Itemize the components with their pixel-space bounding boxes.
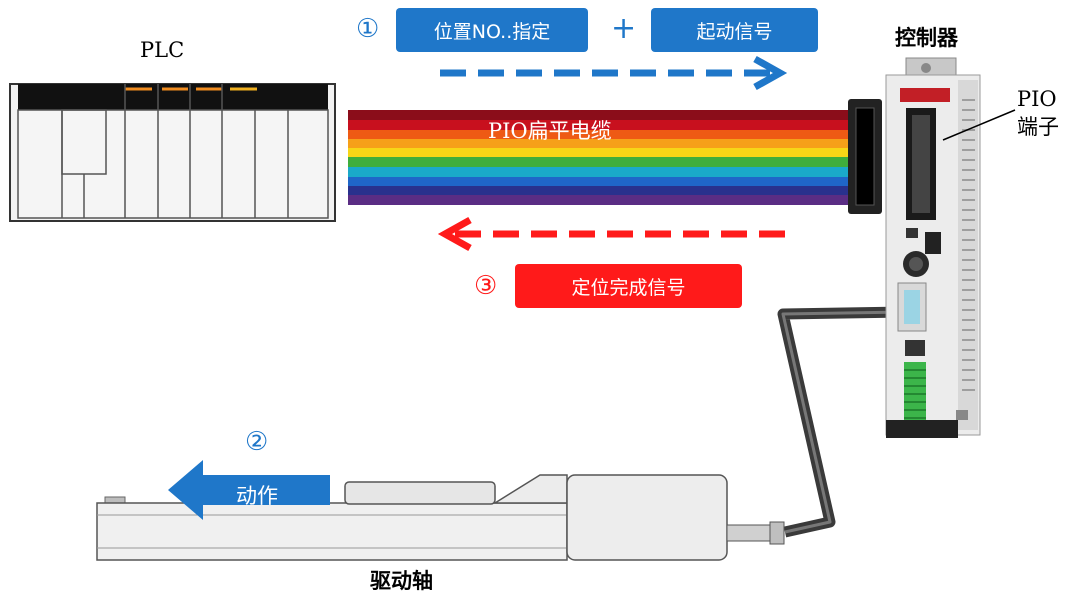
actuator-unit: [96, 474, 785, 561]
controller-unit: [885, 57, 981, 438]
command-arrow: [440, 55, 788, 91]
start-signal-box: 起动信号: [651, 8, 818, 52]
pio-leader-line: [942, 109, 1016, 141]
plc-title: PLC: [140, 38, 185, 62]
position-no-box: 位置NO..指定: [396, 8, 588, 52]
position-complete-box: 定位完成信号: [515, 264, 742, 308]
plus-sign: +: [611, 11, 637, 46]
motor-cable: [777, 306, 906, 538]
cable-label: PIO扁平电缆: [488, 119, 612, 143]
action-arrow: [168, 460, 330, 520]
step2-number: ②: [245, 427, 269, 457]
step3-number: ③: [474, 271, 498, 301]
complete-arrow: [437, 216, 790, 252]
action-label: 动作: [236, 484, 278, 508]
step1-number: ①: [356, 14, 380, 44]
pio-flat-cable: [348, 99, 882, 214]
actuator-title: 驱动轴: [370, 569, 433, 593]
pio-terminal-label: PIO 端子: [1017, 87, 1059, 139]
plc-unit: [9, 83, 336, 222]
controller-title: 控制器: [895, 26, 958, 50]
